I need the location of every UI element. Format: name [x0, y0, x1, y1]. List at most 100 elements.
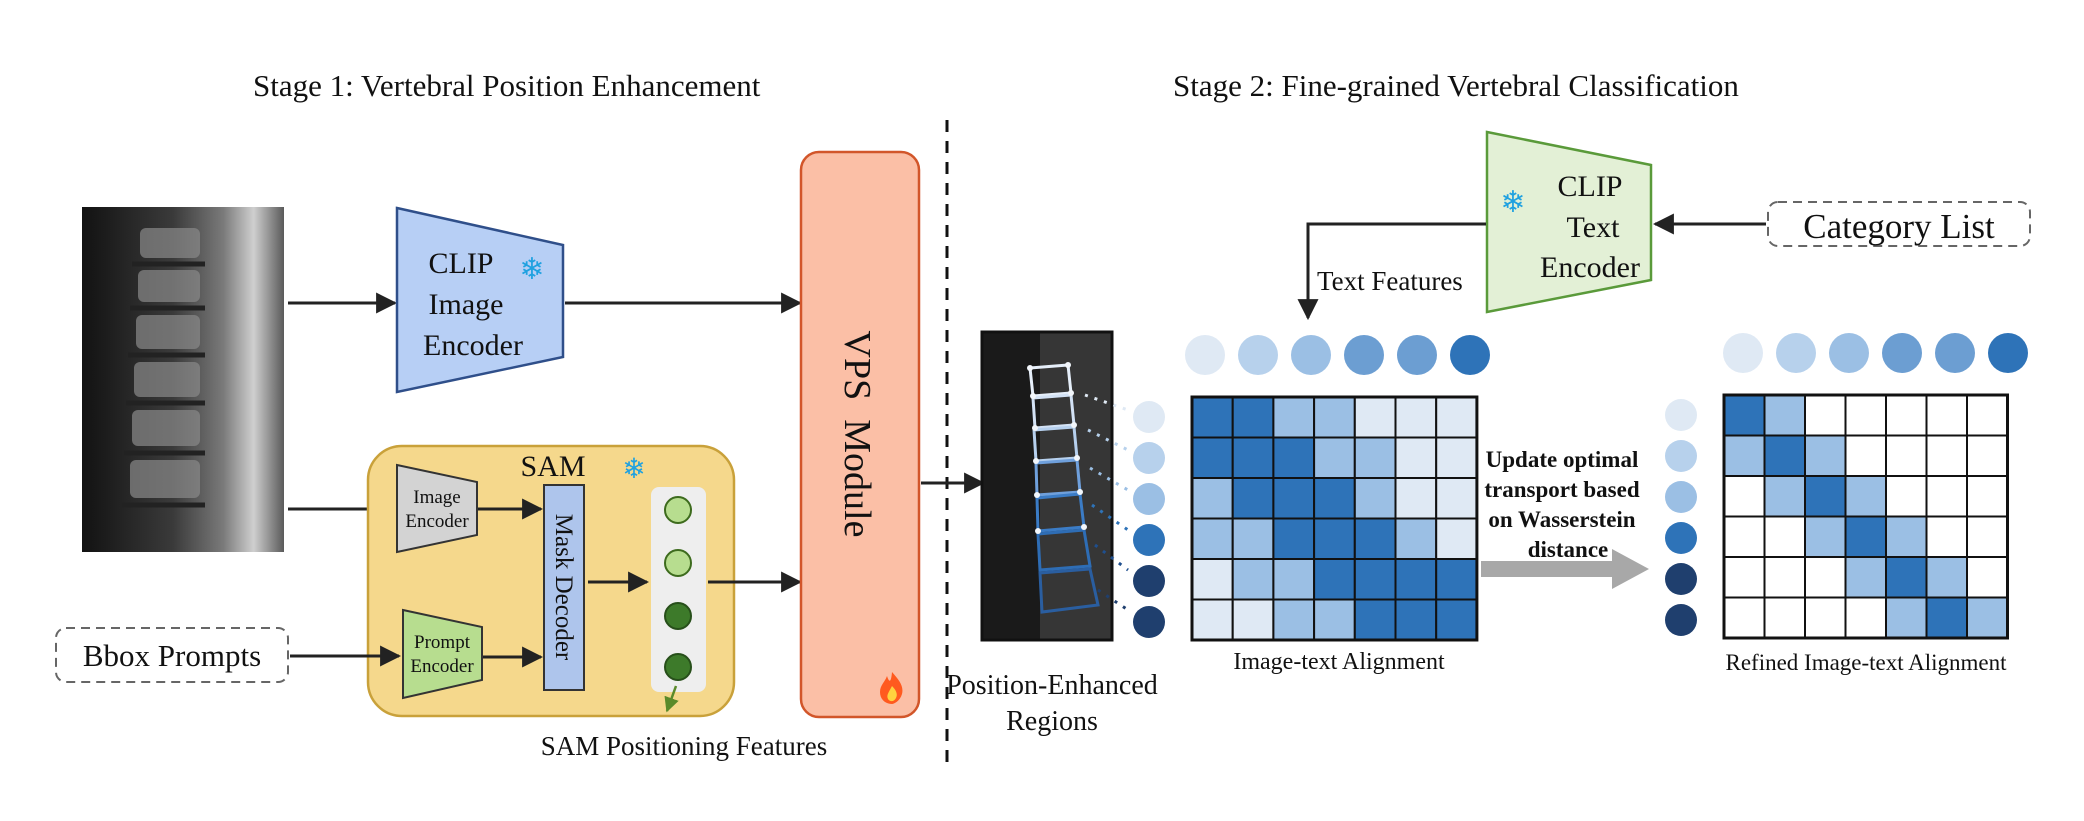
sam-block: SAM ❄ Image Encoder Prompt Encoder Mask …	[366, 444, 736, 718]
matrix-cell	[1353, 517, 1397, 560]
matrix-cell	[1353, 396, 1397, 439]
matrix-cell	[1723, 475, 1766, 518]
matrix-cell	[1925, 475, 1968, 518]
matrix-cell	[1191, 477, 1234, 520]
refined-text-feature-dots	[1723, 333, 2028, 373]
update-text-line3: on Wasserstein	[1488, 507, 1635, 532]
matrix-cell	[1313, 558, 1356, 601]
feature-dot	[1238, 335, 1278, 375]
matrix-cell	[1844, 596, 1887, 639]
matrix-cell	[1763, 475, 1806, 518]
matrix-cell	[1394, 436, 1438, 479]
feature-dot	[1665, 604, 1697, 636]
matrix-cell	[1435, 598, 1478, 641]
matrix-cell	[1272, 396, 1316, 439]
matrix-cell	[1885, 434, 1928, 477]
feature-dot	[1133, 401, 1165, 433]
matrix-cell	[1435, 436, 1478, 479]
matrix-cell	[1435, 517, 1478, 560]
matrix-cell	[1763, 434, 1806, 477]
feature-dot	[1665, 522, 1697, 554]
matrix-cell	[1191, 598, 1234, 641]
feature-dot	[1133, 524, 1165, 556]
feature-dot	[1291, 335, 1331, 375]
matrix-cell	[1272, 598, 1316, 641]
matrix-cell	[1723, 394, 1766, 437]
feature-dot	[1776, 333, 1816, 373]
text-features-label: Text Features	[1317, 266, 1463, 296]
text-feature-dots	[1185, 335, 1490, 375]
matrix-cell	[1313, 477, 1356, 520]
position-enhanced-image	[980, 330, 1114, 642]
stage1-title: Stage 1: Vertebral Position Enhancement	[253, 68, 761, 103]
matrix-cell	[1353, 558, 1397, 601]
matrix-cell	[1231, 477, 1275, 520]
matrix-cell	[1763, 596, 1806, 639]
matrix-cell	[1885, 394, 1928, 437]
sam-mask-decoder-label: Mask Decoder	[550, 514, 577, 661]
category-list-label: Category List	[1803, 207, 1995, 246]
matrix-cell	[1394, 558, 1438, 601]
matrix-cell	[1231, 517, 1275, 560]
matrix-cell	[1435, 477, 1478, 520]
sam-feature-dot	[664, 602, 692, 630]
matrix-cell	[1272, 517, 1316, 560]
regions-label-line2: Regions	[1006, 706, 1098, 737]
stage2-title: Stage 2: Fine-grained Vertebral Classifi…	[1173, 68, 1739, 103]
feature-dot	[1397, 335, 1437, 375]
arrow-clip-text-to-features	[1297, 222, 1486, 321]
feature-dot	[1665, 481, 1697, 513]
update-arrow	[1481, 549, 1649, 589]
sam-image-encoder-line2: Encoder	[405, 511, 469, 532]
sam-mask-decoder	[543, 484, 585, 691]
matrix-cell	[1844, 556, 1887, 599]
matrix-cell	[1353, 436, 1397, 479]
matrix-cell	[1804, 475, 1847, 518]
matrix-cell	[1763, 556, 1806, 599]
feature-dot	[1665, 440, 1697, 472]
matrix-cell	[1966, 556, 2009, 599]
matrix-cell	[1966, 596, 2009, 639]
feature-dot	[1935, 333, 1975, 373]
matrix-cell	[1844, 515, 1887, 558]
matrix-cell	[1804, 434, 1847, 477]
matrix-cell	[1723, 515, 1766, 558]
matrix-cell	[1925, 434, 1968, 477]
clip-image-line1: CLIP	[428, 247, 493, 280]
matrix-cell	[1723, 434, 1766, 477]
matrix-cell	[1394, 477, 1438, 520]
matrix-cell	[1925, 515, 1968, 558]
refined-region-dots	[1665, 399, 1697, 636]
feature-dot	[1133, 606, 1165, 638]
feature-dot	[1882, 333, 1922, 373]
sam-feature-column	[651, 487, 706, 692]
matrix-cell	[1191, 436, 1234, 479]
matrix-cell	[1925, 556, 1968, 599]
clip-text-encoder: CLIP Text Encoder	[1485, 130, 1653, 314]
matrix-cell	[1844, 394, 1887, 437]
sam-prompt-encoder-line2: Encoder	[410, 656, 474, 677]
matrix-cell	[1191, 517, 1234, 560]
alignment-matrix	[1190, 395, 1479, 642]
feature-dot	[1185, 335, 1225, 375]
refined-alignment-label: Refined Image-text Alignment	[1725, 650, 2007, 675]
matrix-cell	[1763, 515, 1806, 558]
matrix-cell	[1723, 596, 1766, 639]
matrix-cell	[1804, 596, 1847, 639]
update-text-line2: transport based	[1484, 477, 1639, 502]
matrix-cell	[1313, 436, 1356, 479]
feature-dot	[1133, 442, 1165, 474]
snowflake-icon: ❄	[519, 253, 544, 286]
matrix-cell	[1844, 434, 1887, 477]
snowflake-icon: ❄	[1500, 186, 1525, 219]
matrix-cell	[1313, 517, 1356, 560]
feature-dot	[1829, 333, 1869, 373]
matrix-cell	[1804, 515, 1847, 558]
matrix-cell	[1966, 394, 2009, 437]
feature-dot	[1344, 335, 1384, 375]
alignment-label: Image-text Alignment	[1233, 649, 1445, 675]
feature-dot	[1665, 563, 1697, 595]
snowflake-icon: ❄	[622, 454, 645, 485]
matrix-cell	[1353, 598, 1397, 641]
